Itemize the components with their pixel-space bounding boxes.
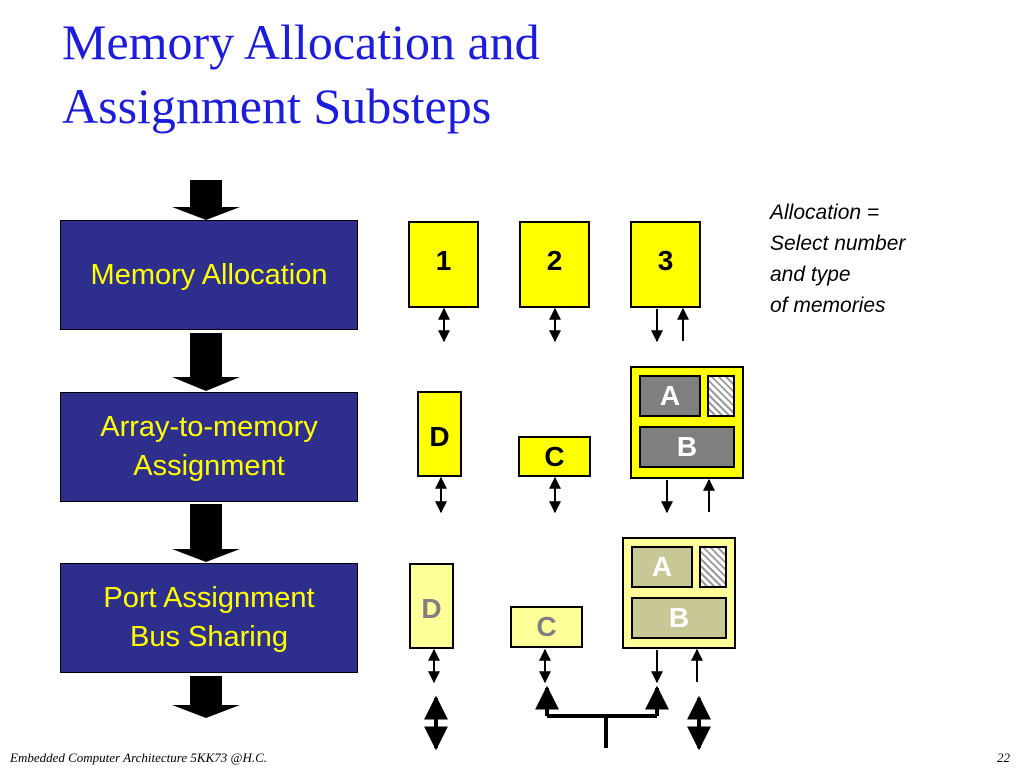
port-arrows [428, 307, 715, 684]
note-line-2: Select number [770, 232, 906, 255]
memory-d-pale: D [409, 563, 454, 649]
title-line-1: Memory Allocation and [62, 14, 540, 70]
unused-space [707, 375, 735, 417]
note-line-1: Allocation = [770, 201, 880, 224]
step-port-assignment-line-1: Port Assignment [103, 582, 315, 614]
step-array-to-memory-line-1: Array-to-memory [100, 411, 318, 443]
flow-arrow-1 [172, 180, 240, 220]
memory-3-label: 3 [657, 245, 674, 276]
port-c-label: C [536, 611, 557, 642]
step-memory-allocation-label: Memory Allocation [90, 258, 328, 291]
note-line-4: of memories [770, 294, 886, 317]
port-b: B [631, 597, 727, 639]
unused-space-pale [699, 546, 727, 588]
flow-arrow-4 [172, 676, 240, 718]
port-d-label: D [421, 593, 442, 624]
step-memory-allocation: Memory Allocation [60, 220, 358, 330]
port-b-label: B [668, 602, 690, 633]
port-a: A [631, 546, 693, 588]
memory-c-pale: C [510, 606, 583, 648]
memory-1-label: 1 [435, 245, 452, 276]
allocation-note: Allocation = Select number and type of m… [770, 197, 905, 321]
memory-3: 3 [630, 221, 701, 308]
array-b: B [639, 426, 735, 468]
slide-title: Memory Allocation and Assignment Substep… [62, 10, 540, 138]
memory-2-label: 2 [546, 245, 563, 276]
footer-course: Embedded Computer Architecture 5KK73 @H.… [10, 750, 268, 765]
array-c-label: C [544, 440, 565, 472]
page-number: 22 [997, 750, 1010, 765]
port-a-label: A [651, 551, 673, 582]
note-line-3: and type [770, 263, 851, 286]
step-port-assignment: Port Assignment Bus Sharing [60, 563, 358, 673]
memory-2: 2 [519, 221, 590, 308]
bus-lines [424, 685, 711, 751]
array-b-label: B [676, 431, 698, 462]
title-line-2: Assignment Substeps [62, 78, 492, 134]
flow-arrow-3 [172, 504, 240, 562]
memory-c: C [518, 436, 591, 477]
memory-1: 1 [408, 221, 479, 308]
array-a: A [639, 375, 701, 417]
step-array-to-memory: Array-to-memory Assignment [60, 392, 358, 502]
memory-d: D [417, 391, 462, 477]
array-d-label: D [429, 421, 450, 452]
flow-arrows [172, 180, 240, 718]
array-a-label: A [659, 380, 681, 411]
step-port-assignment-line-2: Bus Sharing [130, 621, 288, 653]
step-array-to-memory-line-2: Assignment [133, 450, 285, 482]
flow-arrow-2 [172, 333, 240, 391]
